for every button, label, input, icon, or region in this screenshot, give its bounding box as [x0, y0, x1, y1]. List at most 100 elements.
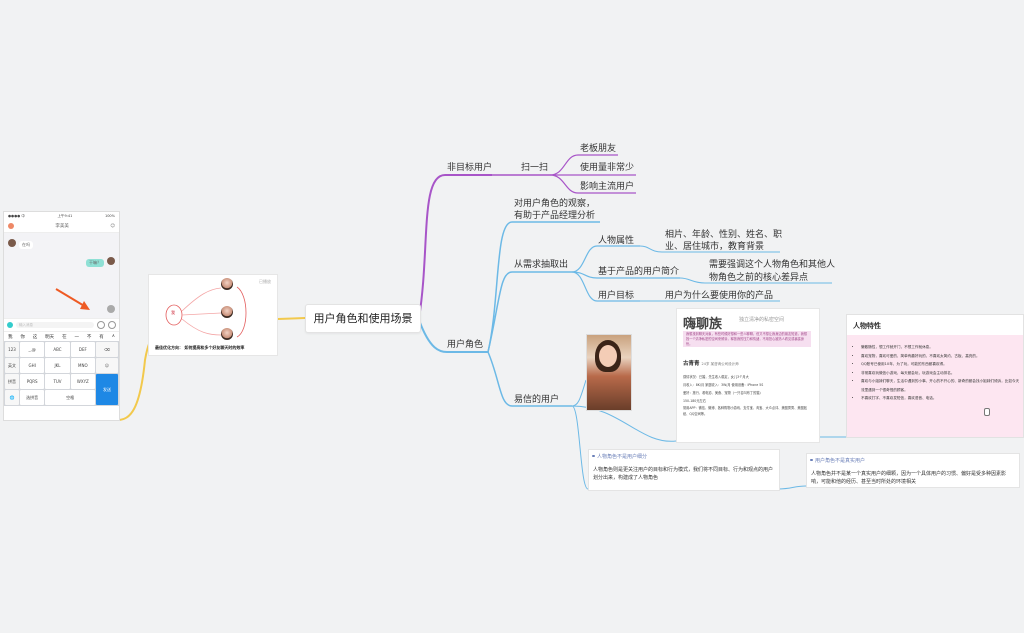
profile-subtitle: 独立清净的私密空间	[739, 317, 785, 323]
profile-line: 感情状况：已婚，先生收入稳定，女儿3个月大	[683, 375, 749, 379]
friend-avatar-2	[221, 306, 233, 318]
key[interactable]: WXYZ	[70, 374, 95, 389]
profile-title: 嗨聊族	[683, 317, 723, 332]
traits-list: 懒散随性，想工作就开门，不想工作就休息。 喜欢宠物，喜欢可爱的、简单有趣好玩的，…	[855, 343, 1021, 403]
node-intro-value-2: 物角色之前的核心差异点	[709, 273, 809, 283]
connector-blue-note2	[777, 485, 1018, 490]
node-scan-child-3[interactable]: 影响主流用户	[580, 182, 635, 192]
connector-blue-attr	[571, 245, 640, 273]
profile-quote: 我想找到聊天对象，有些时候好想和一些人聊聊，但又不想让我身边的朋友知道，我想找一…	[683, 331, 811, 347]
backspace-key[interactable]: ⌫	[96, 342, 118, 357]
key[interactable]: MNO	[70, 358, 95, 373]
trait-item: 喜欢宠物，喜欢可爱的、简单有趣好玩的，不喜欢太简约、古板、高亮的。	[861, 352, 1021, 361]
illustration-corner-label: 已播放	[259, 279, 271, 284]
key[interactable]: ABC	[45, 342, 70, 357]
emoji-icon[interactable]	[97, 321, 105, 329]
mouse-cursor-icon	[984, 408, 990, 416]
avatar[interactable]	[8, 239, 16, 247]
candidate-word[interactable]: 明天	[45, 334, 55, 340]
key[interactable]: 选拼音	[20, 390, 45, 405]
key[interactable]: DEF	[70, 342, 95, 357]
candidate-word[interactable]: 有	[99, 334, 104, 340]
key[interactable]: GHI	[20, 358, 45, 373]
trait-item: 非常喜欢玩微信小游戏，每天都会玩，玩游戏会主动排名。	[861, 369, 1021, 378]
note-body: 人物角色并不是某一个真实用户的细颗，因为一个具体用户的习惯、偏好是受多种因素影响…	[811, 471, 1007, 485]
keyboard: 123 _,@ ABC DEF ⌫ 英文 GHI JKL MNO ☺ 拼音 PQ…	[4, 341, 119, 406]
connector-blue-goal	[571, 271, 640, 302]
phone-input-bar: 输入消息	[4, 318, 119, 332]
node-non-target-user[interactable]: 非目标用户	[447, 163, 493, 173]
key[interactable]: TUV	[45, 374, 70, 389]
note-body: 人物角色则是更关注用户的目标和行为模式，我们将不同目标、行为和观点的用户划分出来…	[593, 467, 774, 481]
message-bubble-left: 在吗	[19, 241, 33, 249]
space-key[interactable]: 空格	[45, 390, 95, 405]
profile-line: 150-180元左右	[683, 399, 706, 403]
emoji-key[interactable]: ☺	[96, 358, 118, 373]
node-intro[interactable]: 基于产品的用户简介	[598, 267, 680, 277]
connector-blue	[418, 319, 488, 353]
node-goal-value[interactable]: 用户为什么要使用你的产品	[665, 291, 774, 301]
note-not-segmentation[interactable]: 人物角色不是用户细分 人物角色则是更关注用户的目标和行为模式，我们将不同目标、行…	[588, 449, 780, 491]
message-bubble-right: 干嘛？	[86, 259, 104, 267]
trait-item: QQ账号已使用10年，为了玩，可能的东西都喜欢得。	[861, 360, 1021, 369]
node-goal[interactable]: 用户目标	[598, 291, 635, 301]
avatar[interactable]	[107, 257, 115, 265]
sticker-icon[interactable]	[107, 305, 115, 313]
node-observation-1[interactable]: 对用户角色的观察，	[514, 199, 596, 209]
send-key[interactable]: 发送	[96, 374, 118, 405]
connector-purple-3	[549, 154, 618, 176]
trait-item: 懒散随性，想工作就开门，不想工作就休息。	[861, 343, 1021, 352]
candidate-expand-icon[interactable]: ∧	[111, 334, 115, 339]
candidate-bar: 我 你 这 明天 在 一 不 有 ∧	[4, 332, 119, 341]
persona-photo[interactable]	[586, 334, 632, 411]
key[interactable]: PQRS	[20, 374, 45, 389]
friend-avatar-3	[221, 328, 233, 340]
globe-key[interactable]: 🌐	[5, 390, 19, 405]
arrow-icon	[55, 288, 90, 310]
key[interactable]: 拼音	[5, 374, 19, 389]
persona-profile-card[interactable]: 嗨聊族 独立清净的私密空间 我想找到聊天对象，有些时候好想和一些人聊聊，但又不想…	[676, 308, 820, 443]
illustration-card[interactable]: 我 已播放 最佳优化方向： 如何提高和多个好友聊天时的效率	[148, 274, 278, 356]
traits-card[interactable]: 人物特性 懒散随性，想工作就开门，不想工作就休息。 喜欢宠物，喜欢可爱的、简单有…	[846, 314, 1024, 438]
voice-icon[interactable]	[7, 322, 13, 328]
key[interactable]: _,@	[20, 342, 45, 357]
candidate-word[interactable]: 我	[7, 334, 13, 340]
phone-mockup[interactable]: ●●●● 中 上午9:41 100% 李美美 ☺ 在吗 干嘛？ 输入消息 我 你…	[3, 211, 120, 421]
node-scan-child-1[interactable]: 老板朋友	[580, 144, 617, 154]
traits-header	[847, 315, 1023, 335]
note-not-real-user[interactable]: 用户角色不是真实用户 人物角色并不是某一个真实用户的细颗，因为一个具体用户的习惯…	[806, 453, 1020, 488]
profile-name-text: 古青青	[683, 361, 700, 367]
candidate-word[interactable]: 在	[62, 334, 67, 340]
node-scan[interactable]: 扫一扫	[521, 163, 549, 173]
node-intro-value-1[interactable]: 需要强调这个人物角色和其他人	[709, 260, 836, 270]
node-attr-value-1[interactable]: 相片、年龄、性别、姓名、职	[665, 230, 783, 240]
key[interactable]: JKL	[45, 358, 70, 373]
node-extract[interactable]: 从需求抽取出	[514, 260, 569, 270]
candidate-word[interactable]: 这	[32, 334, 38, 340]
key[interactable]: 123	[5, 342, 19, 357]
chat-title: 李美美	[55, 224, 69, 229]
illustration-link-3	[181, 318, 222, 336]
node-attr[interactable]: 人物属性	[598, 236, 635, 246]
profile-line: 常用APP：微信、微博、各种购物小游戏、支付宝、淘宝、大众点评、美图秀秀、美图贴…	[683, 406, 807, 416]
candidate-word[interactable]: 你	[20, 334, 25, 340]
status-battery: 100%	[104, 214, 115, 218]
profile-line: 爱好：旅行、看电影、美食、宠物（一只名叫布丁的猫）	[683, 391, 763, 395]
node-user-role[interactable]: 用户角色	[447, 340, 484, 350]
candidate-word[interactable]: 一	[74, 334, 79, 340]
status-carrier: ●●●● 中	[8, 214, 25, 218]
plus-icon[interactable]	[108, 321, 116, 329]
status-time: 上午9:41	[57, 214, 73, 218]
illustration-diagram	[165, 286, 247, 338]
node-credible-user[interactable]: 易信的用户	[514, 395, 560, 405]
root-node[interactable]: 用户角色和使用场景	[305, 304, 421, 333]
persona-face	[599, 345, 617, 367]
phone-status-bar: ●●●● 中 上午9:41 100%	[4, 212, 119, 220]
phone-nav-bar: 李美美 ☺	[4, 220, 119, 233]
profile-icon[interactable]: ☺	[110, 223, 115, 229]
candidate-word[interactable]: 不	[86, 334, 92, 340]
back-icon[interactable]	[8, 223, 14, 229]
message-input[interactable]: 输入消息	[16, 322, 94, 328]
key[interactable]: 英文	[5, 358, 19, 373]
node-scan-child-2[interactable]: 使用量非常少	[580, 163, 635, 173]
